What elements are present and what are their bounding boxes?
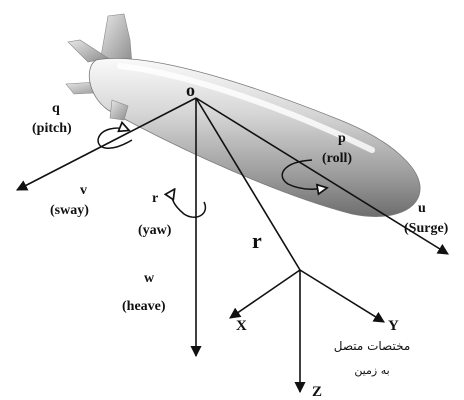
earth-z-label: Z: [312, 384, 322, 400]
yaw-rotation-arrow: [172, 190, 207, 218]
v-label: v: [80, 183, 87, 198]
rotation-arrows: [97, 128, 326, 218]
surge-label: (Surge): [404, 221, 449, 236]
diagram-labels: o q (pitch) p (roll) v (sway) r (yaw) r …: [32, 80, 449, 400]
earth-axis-x: [229, 269, 301, 319]
earth-x-label: X: [236, 318, 247, 334]
roll-rotation-arrow: [281, 159, 326, 189]
heave-label: (heave): [122, 299, 166, 314]
u-label: u: [418, 201, 426, 216]
p-label: p: [338, 131, 346, 146]
sway-axis-v: [16, 97, 197, 191]
q-label: q: [52, 101, 60, 116]
origin-label: o: [186, 80, 195, 100]
pitch-rotation-arrow: [97, 128, 133, 149]
earth-frame-caption-line2: به زمین: [354, 364, 389, 377]
auv-vehicle-illustration: [65, 13, 421, 217]
earth-frame-caption-line1: مختصات متصل: [334, 339, 411, 353]
w-label: w: [144, 271, 155, 286]
position-vector-r: [195, 97, 301, 271]
yaw-label: (yaw): [138, 223, 172, 238]
pitch-label: (pitch): [32, 121, 72, 136]
roll-label: (roll): [322, 151, 352, 166]
earth-axis-y: [299, 269, 385, 323]
earth-fixed-frame: [229, 269, 385, 394]
hull-highlight: [117, 63, 375, 153]
r-rate-label: r: [152, 191, 158, 206]
earth-y-label: Y: [388, 318, 399, 334]
body-frame-axes: [16, 97, 449, 358]
sway-label: (sway): [50, 203, 89, 218]
surge-axis-u: [195, 97, 449, 255]
auv-hull: [88, 57, 421, 217]
vertical-fin-lower: [109, 99, 129, 121]
r-vector-label: r: [252, 228, 262, 253]
